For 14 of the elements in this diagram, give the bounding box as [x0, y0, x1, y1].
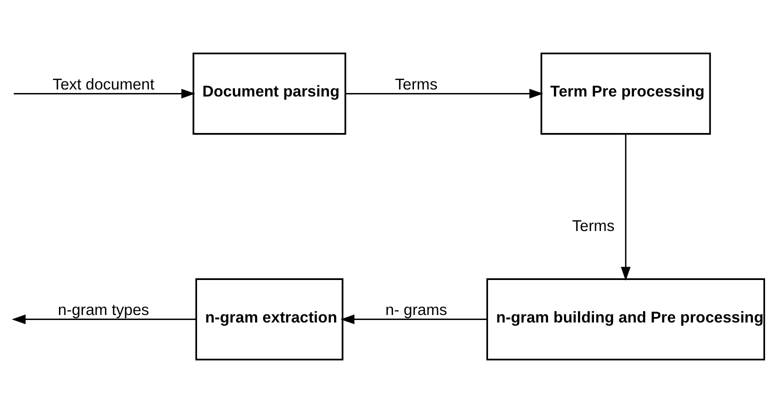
arrow	[340, 314, 488, 324]
node-box: Document parsing	[192, 52, 346, 134]
edge-label: Terms	[572, 217, 615, 234]
node-box: Term Pre processing	[540, 52, 711, 134]
arrow	[620, 134, 631, 280]
node-box: n-gram building and Pre processing	[486, 278, 766, 360]
edge-label: Text document	[52, 76, 154, 93]
node-box: n-gram extraction	[195, 278, 344, 360]
edge-label: n-gram types	[58, 302, 150, 319]
edge-label: n- grams	[385, 302, 448, 319]
edge-label: Terms	[394, 76, 438, 93]
arrow	[346, 88, 544, 98]
arrow	[12, 314, 196, 324]
arrow	[14, 88, 196, 98]
